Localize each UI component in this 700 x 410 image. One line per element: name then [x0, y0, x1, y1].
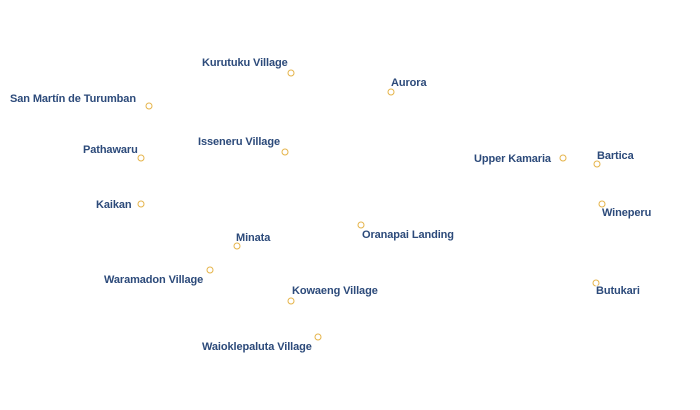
place-marker-aurora[interactable] — [387, 88, 395, 96]
place-marker-san-martin-de-turumban[interactable] — [145, 102, 153, 110]
place-marker-bartica[interactable] — [593, 160, 601, 168]
place-label-minata[interactable]: Minata — [236, 232, 271, 244]
place-label-upper-kamaria[interactable]: Upper Kamaria — [474, 153, 551, 165]
place-marker-upper-kamaria[interactable] — [559, 154, 567, 162]
place-label-aurora[interactable]: Aurora — [391, 77, 427, 89]
place-marker-waramadon-village[interactable] — [206, 266, 214, 274]
place-marker-wineperu[interactable] — [598, 200, 606, 208]
place-label-butukari[interactable]: Butukari — [596, 285, 640, 297]
place-marker-oranapai-landing[interactable] — [357, 221, 365, 229]
place-label-kowaeng-village[interactable]: Kowaeng Village — [292, 285, 378, 297]
place-marker-pathawaru[interactable] — [137, 154, 145, 162]
place-marker-kowaeng-village[interactable] — [287, 297, 295, 305]
place-marker-waioklepaluta-village[interactable] — [314, 333, 322, 341]
place-label-waramadon-village[interactable]: Waramadon Village — [104, 274, 204, 286]
place-label-oranapai-landing[interactable]: Oranapai Landing — [362, 229, 454, 241]
place-marker-minata[interactable] — [233, 242, 241, 250]
place-label-pathawaru[interactable]: Pathawaru — [83, 144, 138, 156]
place-label-bartica[interactable]: Bartica — [597, 150, 634, 162]
place-label-isseneru-village[interactable]: Isseneru Village — [198, 136, 280, 148]
place-label-kurutuku-village[interactable]: Kurutuku Village — [202, 57, 288, 69]
place-marker-kurutuku-village[interactable] — [287, 69, 295, 77]
place-marker-kaikan[interactable] — [137, 200, 145, 208]
place-label-waioklepaluta-village[interactable]: Waioklepaluta Village — [202, 341, 312, 353]
place-label-kaikan[interactable]: Kaikan — [96, 199, 132, 211]
place-label-san-martin-de-turumban[interactable]: San Martín de Turumban — [10, 93, 136, 105]
place-label-wineperu[interactable]: Wineperu — [602, 207, 652, 219]
place-marker-isseneru-village[interactable] — [281, 148, 289, 156]
place-marker-butukari[interactable] — [592, 279, 600, 287]
